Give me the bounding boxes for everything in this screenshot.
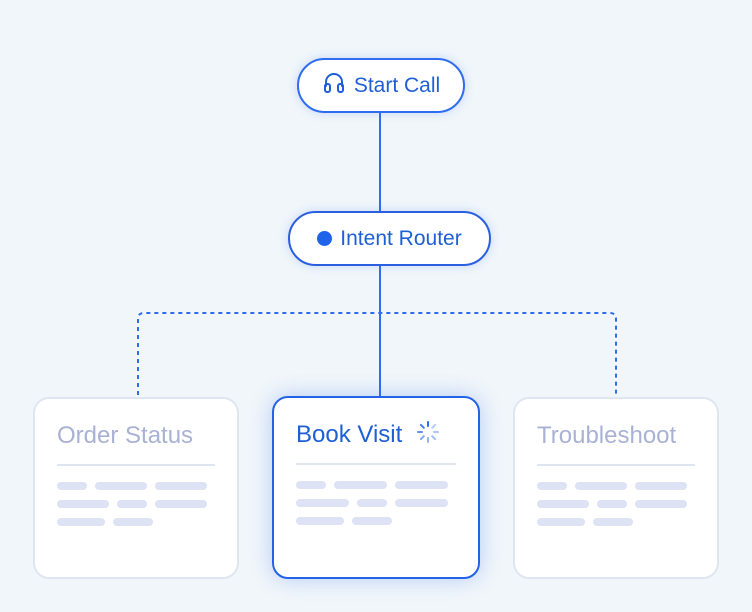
loading-spinner-icon	[416, 420, 440, 451]
card-title: Order Status	[57, 419, 215, 453]
card-divider	[537, 464, 695, 466]
placeholder-text-lines	[296, 481, 456, 525]
book-visit-title: Book Visit	[296, 421, 403, 448]
placeholder-text-lines	[537, 482, 695, 526]
card-divider	[296, 463, 456, 465]
troubleshoot-title: Troubleshoot	[537, 422, 677, 449]
status-dot-icon	[317, 231, 333, 246]
placeholder-text-lines	[57, 482, 215, 526]
card-title: Troubleshoot	[537, 419, 695, 453]
order-status-card[interactable]: Order Status	[33, 397, 239, 579]
troubleshoot-card[interactable]: Troubleshoot	[513, 397, 719, 579]
start-call-label: Start Call	[353, 73, 441, 97]
intent-router-label: Intent Router	[340, 226, 462, 250]
card-title: Book Visit	[296, 418, 456, 452]
connector-router-alternatives	[137, 312, 617, 395]
card-divider	[57, 464, 215, 466]
order-status-title: Order Status	[57, 422, 194, 449]
headset-icon	[322, 71, 346, 101]
start-call-node[interactable]: Start Call	[297, 58, 465, 113]
intent-router-node[interactable]: Intent Router	[288, 211, 491, 266]
book-visit-card[interactable]: Book Visit	[272, 396, 480, 579]
